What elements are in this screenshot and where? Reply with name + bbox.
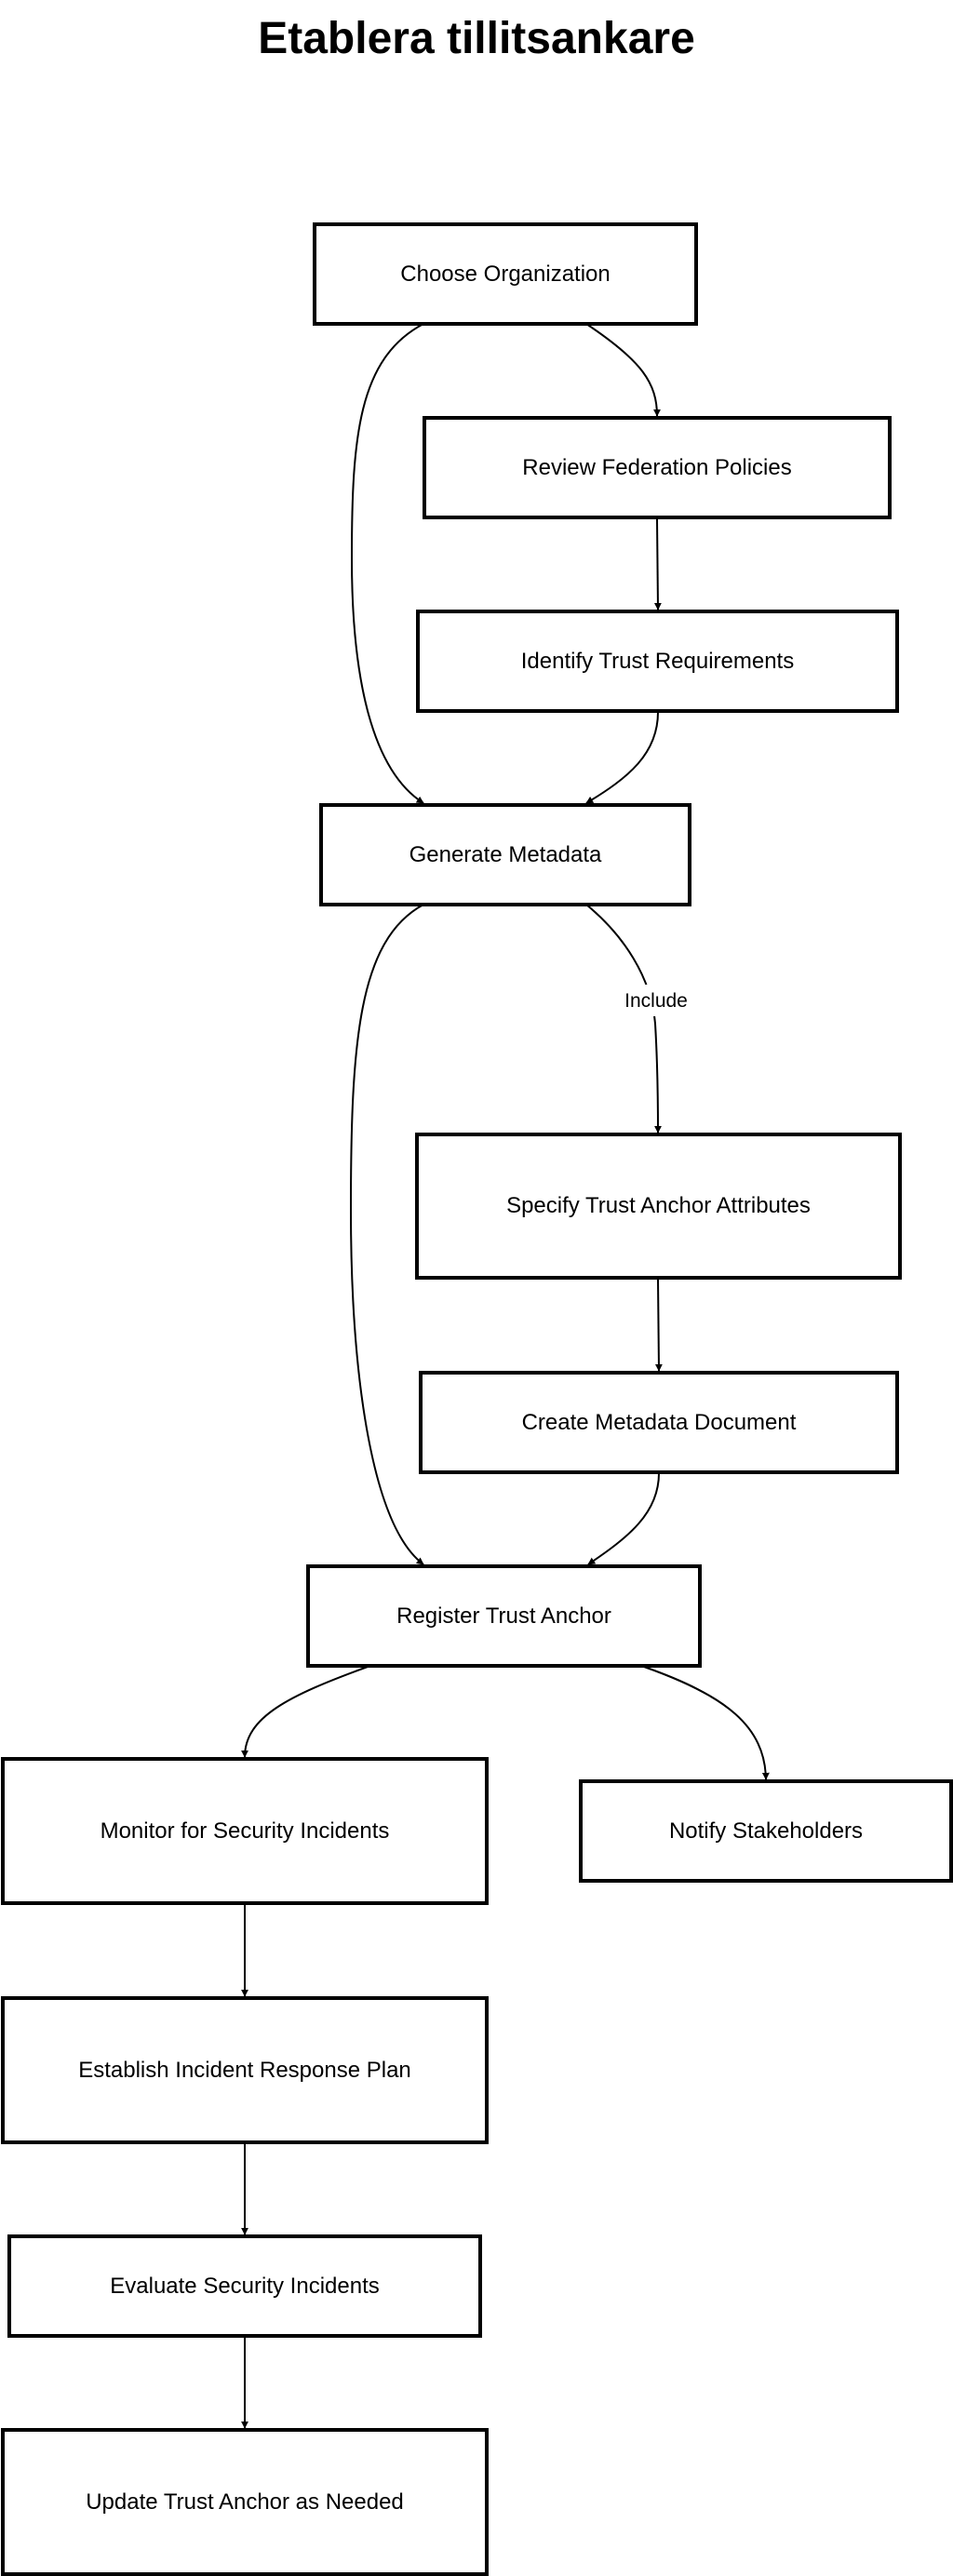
node-update-trust-anchor[interactable]: Update Trust Anchor as Needed <box>1 2428 489 2576</box>
node-register-trust-anchor[interactable]: Register Trust Anchor <box>306 1564 702 1668</box>
edge-specify-to-create <box>654 1278 663 1372</box>
node-specify-trust-anchor-attributes[interactable]: Specify Trust Anchor Attributes <box>415 1133 902 1280</box>
edge-review-to-identify <box>653 518 662 610</box>
edge-choose-to-review <box>585 323 661 417</box>
node-create-metadata-document[interactable]: Create Metadata Document <box>419 1371 899 1474</box>
node-notify-stakeholders[interactable]: Notify Stakeholders <box>579 1779 953 1883</box>
edge-choose-to-generate <box>350 323 424 804</box>
edge-create-to-register <box>587 1472 660 1565</box>
node-review-federation-policies[interactable]: Review Federation Policies <box>423 416 892 519</box>
node-generate-metadata[interactable]: Generate Metadata <box>319 803 691 906</box>
node-establish-incident-response-plan[interactable]: Establish Incident Response Plan <box>1 1996 489 2144</box>
edge-generate-to-specify <box>585 904 662 1134</box>
edge-generate-to-register <box>349 904 424 1565</box>
edge-register-to-monitor <box>241 1666 369 1758</box>
node-identify-trust-requirements[interactable]: Identify Trust Requirements <box>416 610 899 713</box>
diagram-title: Etablera tillitsankare <box>258 14 695 63</box>
node-choose-organization[interactable]: Choose Organization <box>313 222 698 326</box>
edge-label-background <box>618 985 694 1016</box>
edge-label-include: Include <box>624 990 688 1012</box>
edge-identify-to-generate <box>585 711 659 804</box>
node-evaluate-security-incidents[interactable]: Evaluate Security Incidents <box>7 2234 482 2338</box>
node-monitor-security-incidents[interactable]: Monitor for Security Incidents <box>1 1757 489 1905</box>
edge-register-to-notify <box>643 1666 770 1780</box>
